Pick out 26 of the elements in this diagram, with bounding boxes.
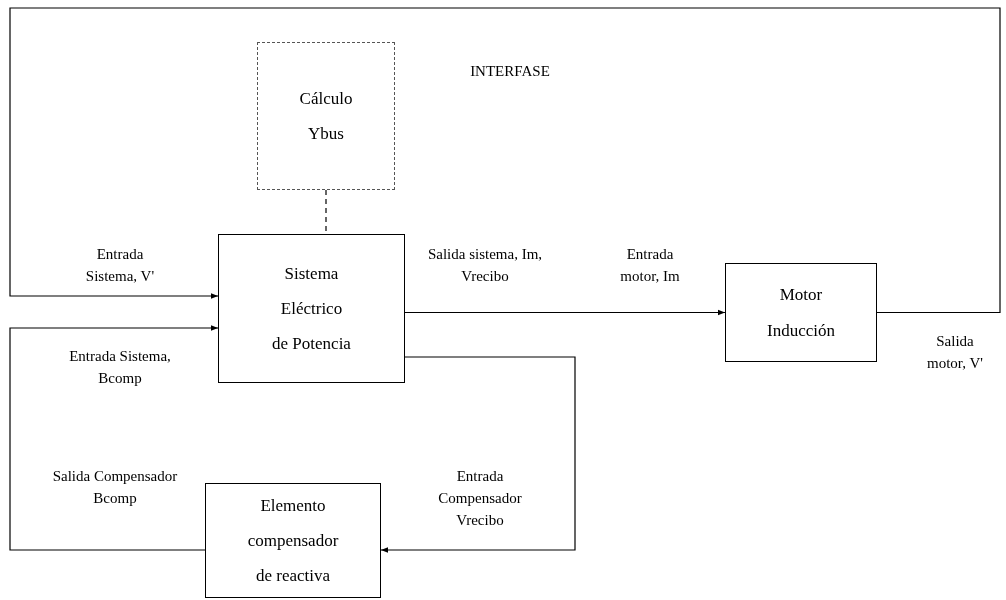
box-text: Motor	[779, 284, 823, 306]
box-text: Elemento	[260, 494, 326, 516]
process-box	[218, 234, 405, 383]
signal-label: Entrada Sistema, Bcomp	[68, 347, 172, 388]
process-box	[205, 483, 381, 598]
edge-label: Entrada Compensador Vrecibo	[437, 467, 523, 530]
box-text: de Potencia	[272, 333, 351, 355]
signal-label: Entrada motor, Im	[619, 245, 681, 286]
edge-label: Salida sistema, Im, Vrecibo	[426, 245, 544, 286]
signal-label: INTERFASE	[469, 62, 551, 81]
arrow	[380, 356, 576, 553]
box-text: Cálculo	[299, 87, 353, 109]
edge-label: Salida Compensador Bcomp	[51, 467, 179, 508]
dashed-box	[257, 42, 395, 190]
box-text: Sistema	[284, 262, 339, 284]
box-text: de reactiva	[255, 565, 331, 587]
edge-label: Salida motor, V'	[926, 332, 984, 373]
process-box	[725, 263, 877, 362]
box-text: Eléctrico	[280, 297, 343, 320]
arrow	[404, 309, 726, 316]
box-text: Inducción	[767, 319, 835, 341]
box-text: Ybus	[308, 123, 344, 145]
arrow	[9, 7, 1001, 314]
arrow	[9, 325, 219, 551]
box-text: compensador	[247, 529, 339, 552]
signal-label: Entrada Sistema, V'	[84, 245, 156, 286]
